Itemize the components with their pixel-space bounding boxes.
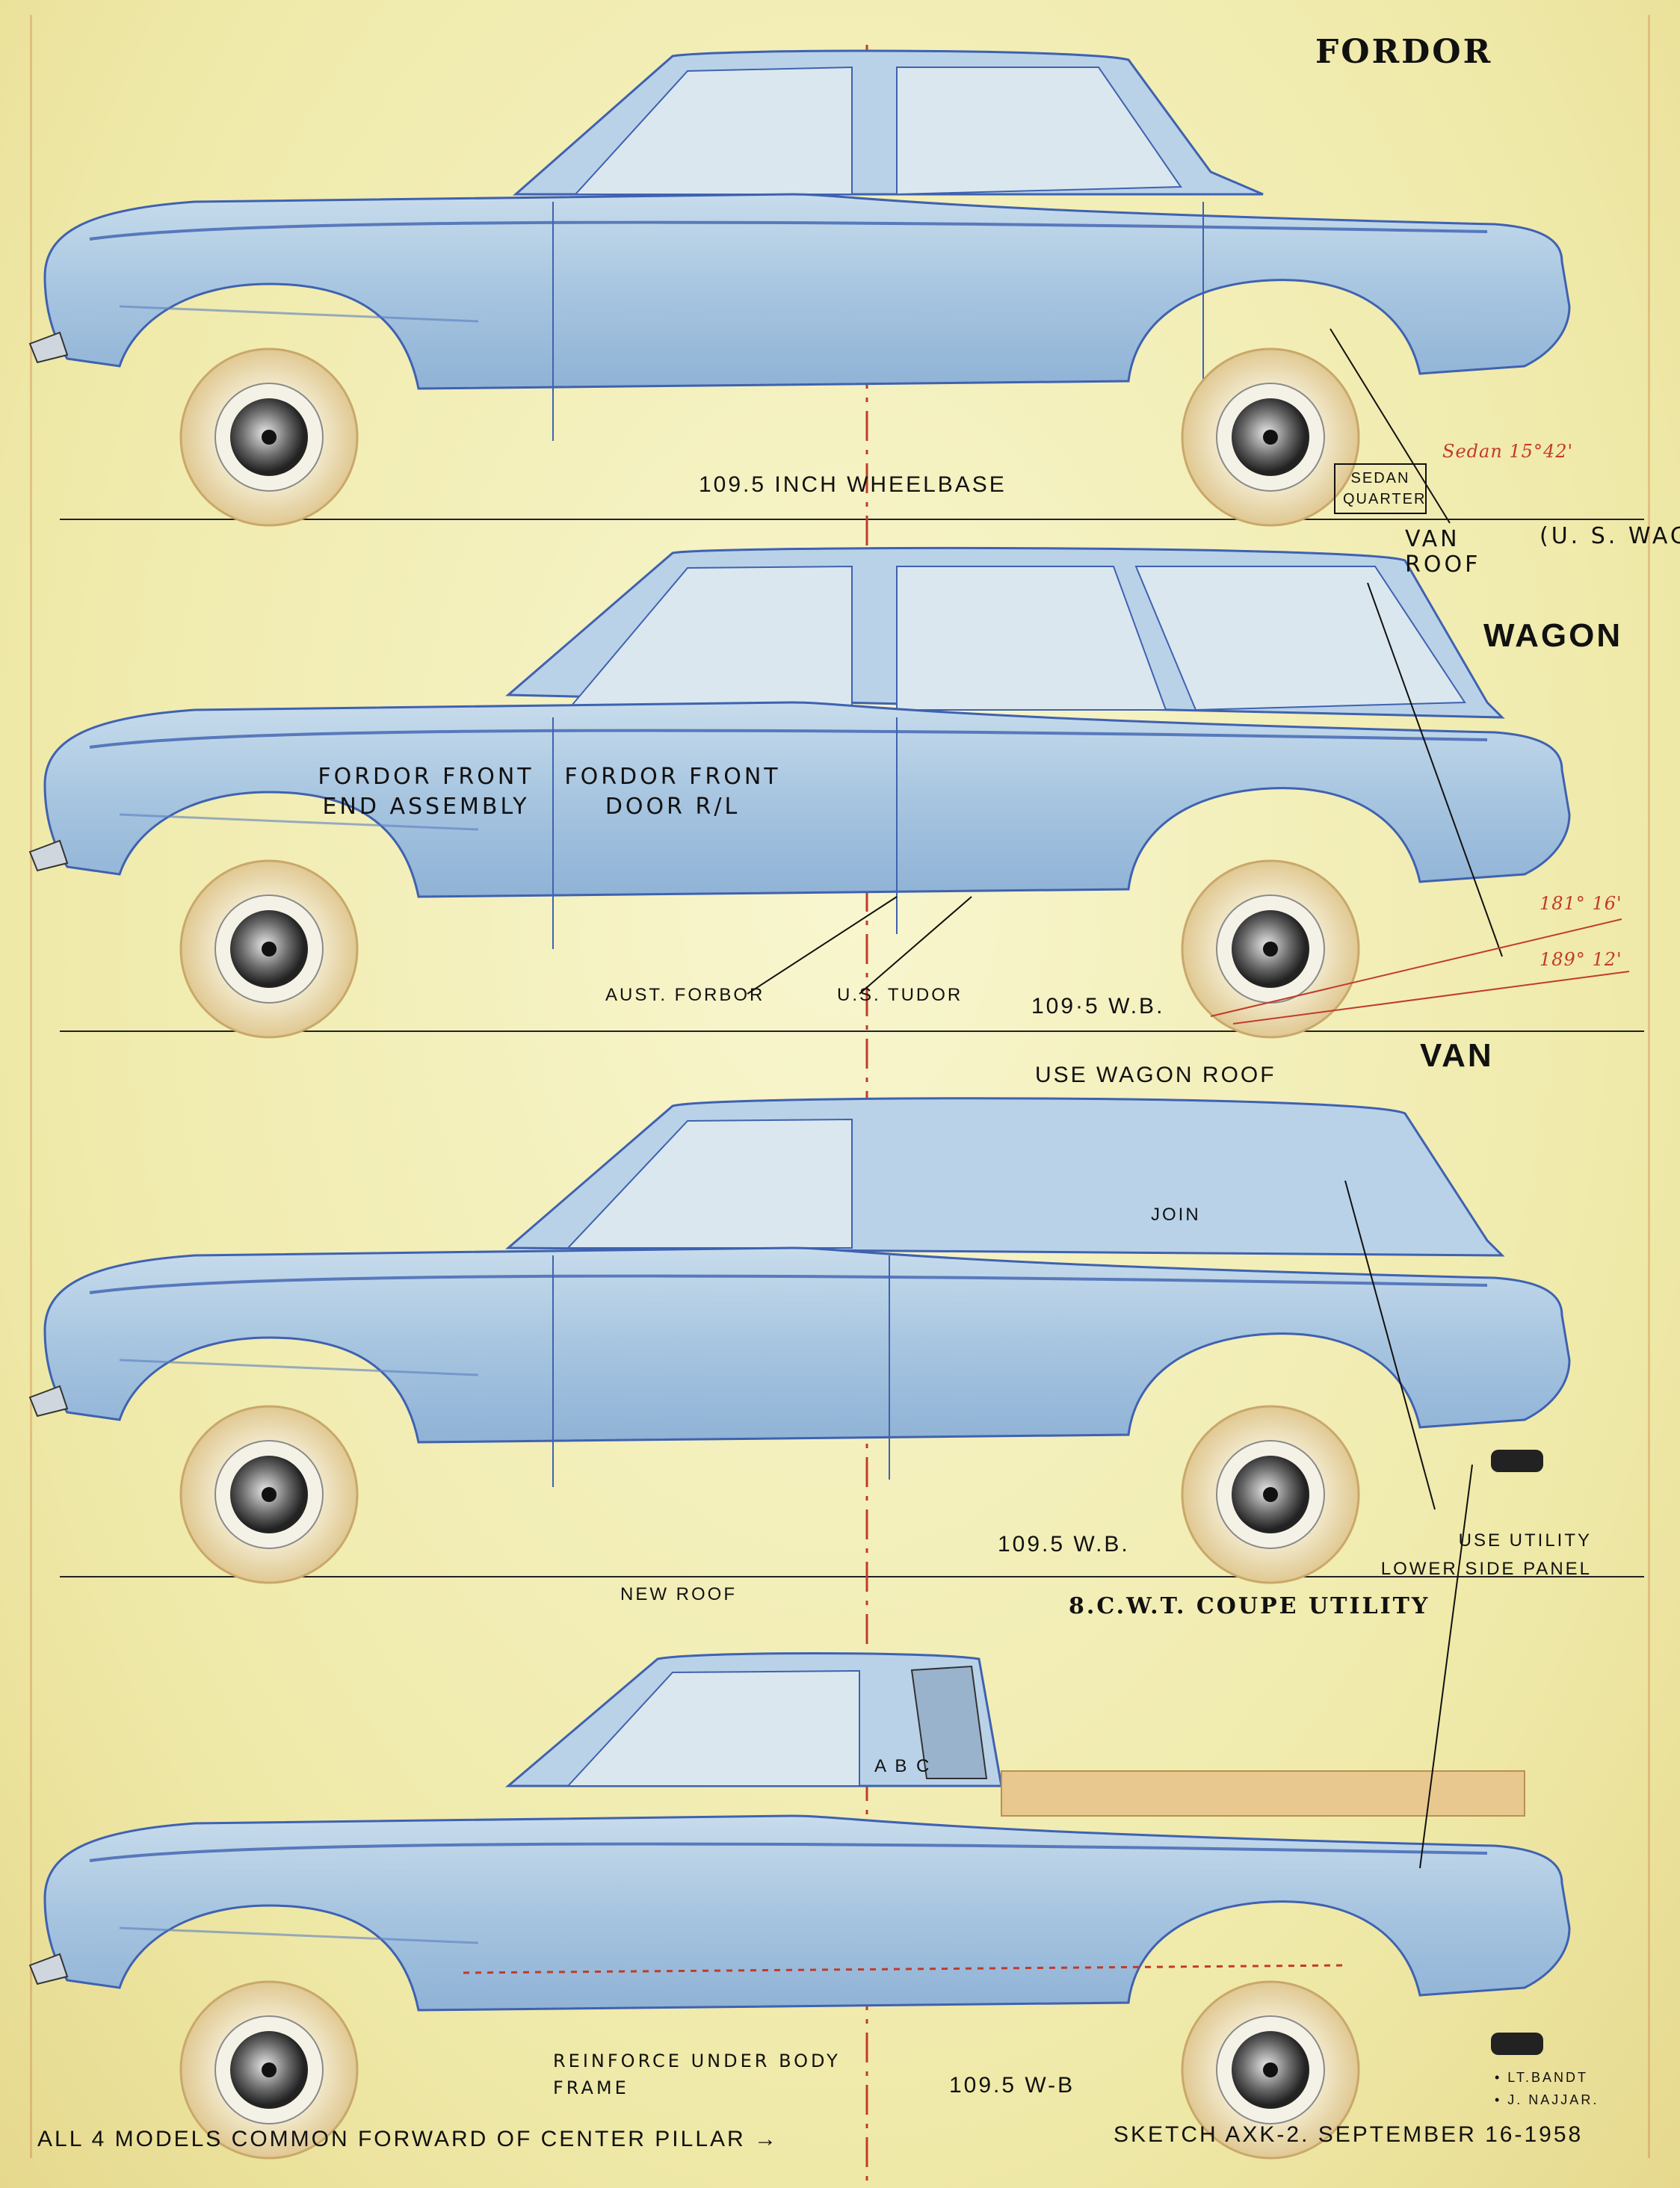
join-note: JOIN (1151, 1205, 1201, 1225)
signature-bandt: • LT.BANDT (1495, 2070, 1588, 2085)
us-wagon-note: (U. S. WAGON (1540, 523, 1680, 549)
coupe-utility-title: 8.C.W.T. COUPE UTILITY (1069, 1593, 1430, 1619)
fordor-car (28, 49, 1571, 527)
aust-forbor-note: AUST. FORBOR (605, 985, 765, 1005)
fordor-wheelbase: 109.5 INCH WHEELBASE (699, 472, 1007, 497)
sedan-quarter-box: SEDAN QUARTER (1334, 463, 1427, 514)
fordor-title: FORDOR (1315, 33, 1493, 71)
us-tudor-note: U.S. TUDOR (837, 985, 963, 1005)
abc-plate: A B C (874, 1756, 932, 1776)
wagon-car (28, 546, 1571, 1039)
wagon-wheelbase: 109·5 W.B. (1031, 994, 1165, 1019)
sketch-reference: SKETCH AXK-2. SEPTEMBER 16-1958 (1114, 2122, 1584, 2147)
new-roof-note: NEW ROOF (620, 1584, 737, 1604)
reinforce-note: REINFORCE UNDER BODY FRAME (553, 2051, 841, 2098)
van-wheelbase: 109.5 W.B. (998, 1532, 1130, 1557)
wagon-title: WAGON (1483, 617, 1623, 654)
van-title: VAN (1420, 1037, 1494, 1074)
wagon-angle-1: 181° 16' (1540, 893, 1622, 914)
fordor-front-door-note: FORDOR FRONT DOOR R/L (564, 764, 781, 820)
van-car (28, 1097, 1571, 1584)
wagon-angle-2: 189° 12' (1540, 949, 1622, 970)
fordor-front-end-note: FORDOR FRONT END ASSEMBLY (318, 764, 534, 820)
sedan-angle-note: Sedan 15°42' (1442, 441, 1574, 462)
use-wagon-roof-note: USE WAGON ROOF (1035, 1063, 1276, 1087)
coupe-wheelbase: 109.5 W-B (949, 2073, 1075, 2098)
coupe-utility-car (28, 1652, 1571, 2160)
footer-common-note: ALL 4 MODELS COMMON FORWARD OF CENTER PI… (37, 2127, 779, 2151)
use-utility-note: USE UTILITY LOWER SIDE PANEL (1380, 1530, 1592, 1579)
signature-najjar: • J. NAJJAR. (1495, 2092, 1599, 2107)
van-roof-note: VAN ROOF (1405, 526, 1481, 578)
